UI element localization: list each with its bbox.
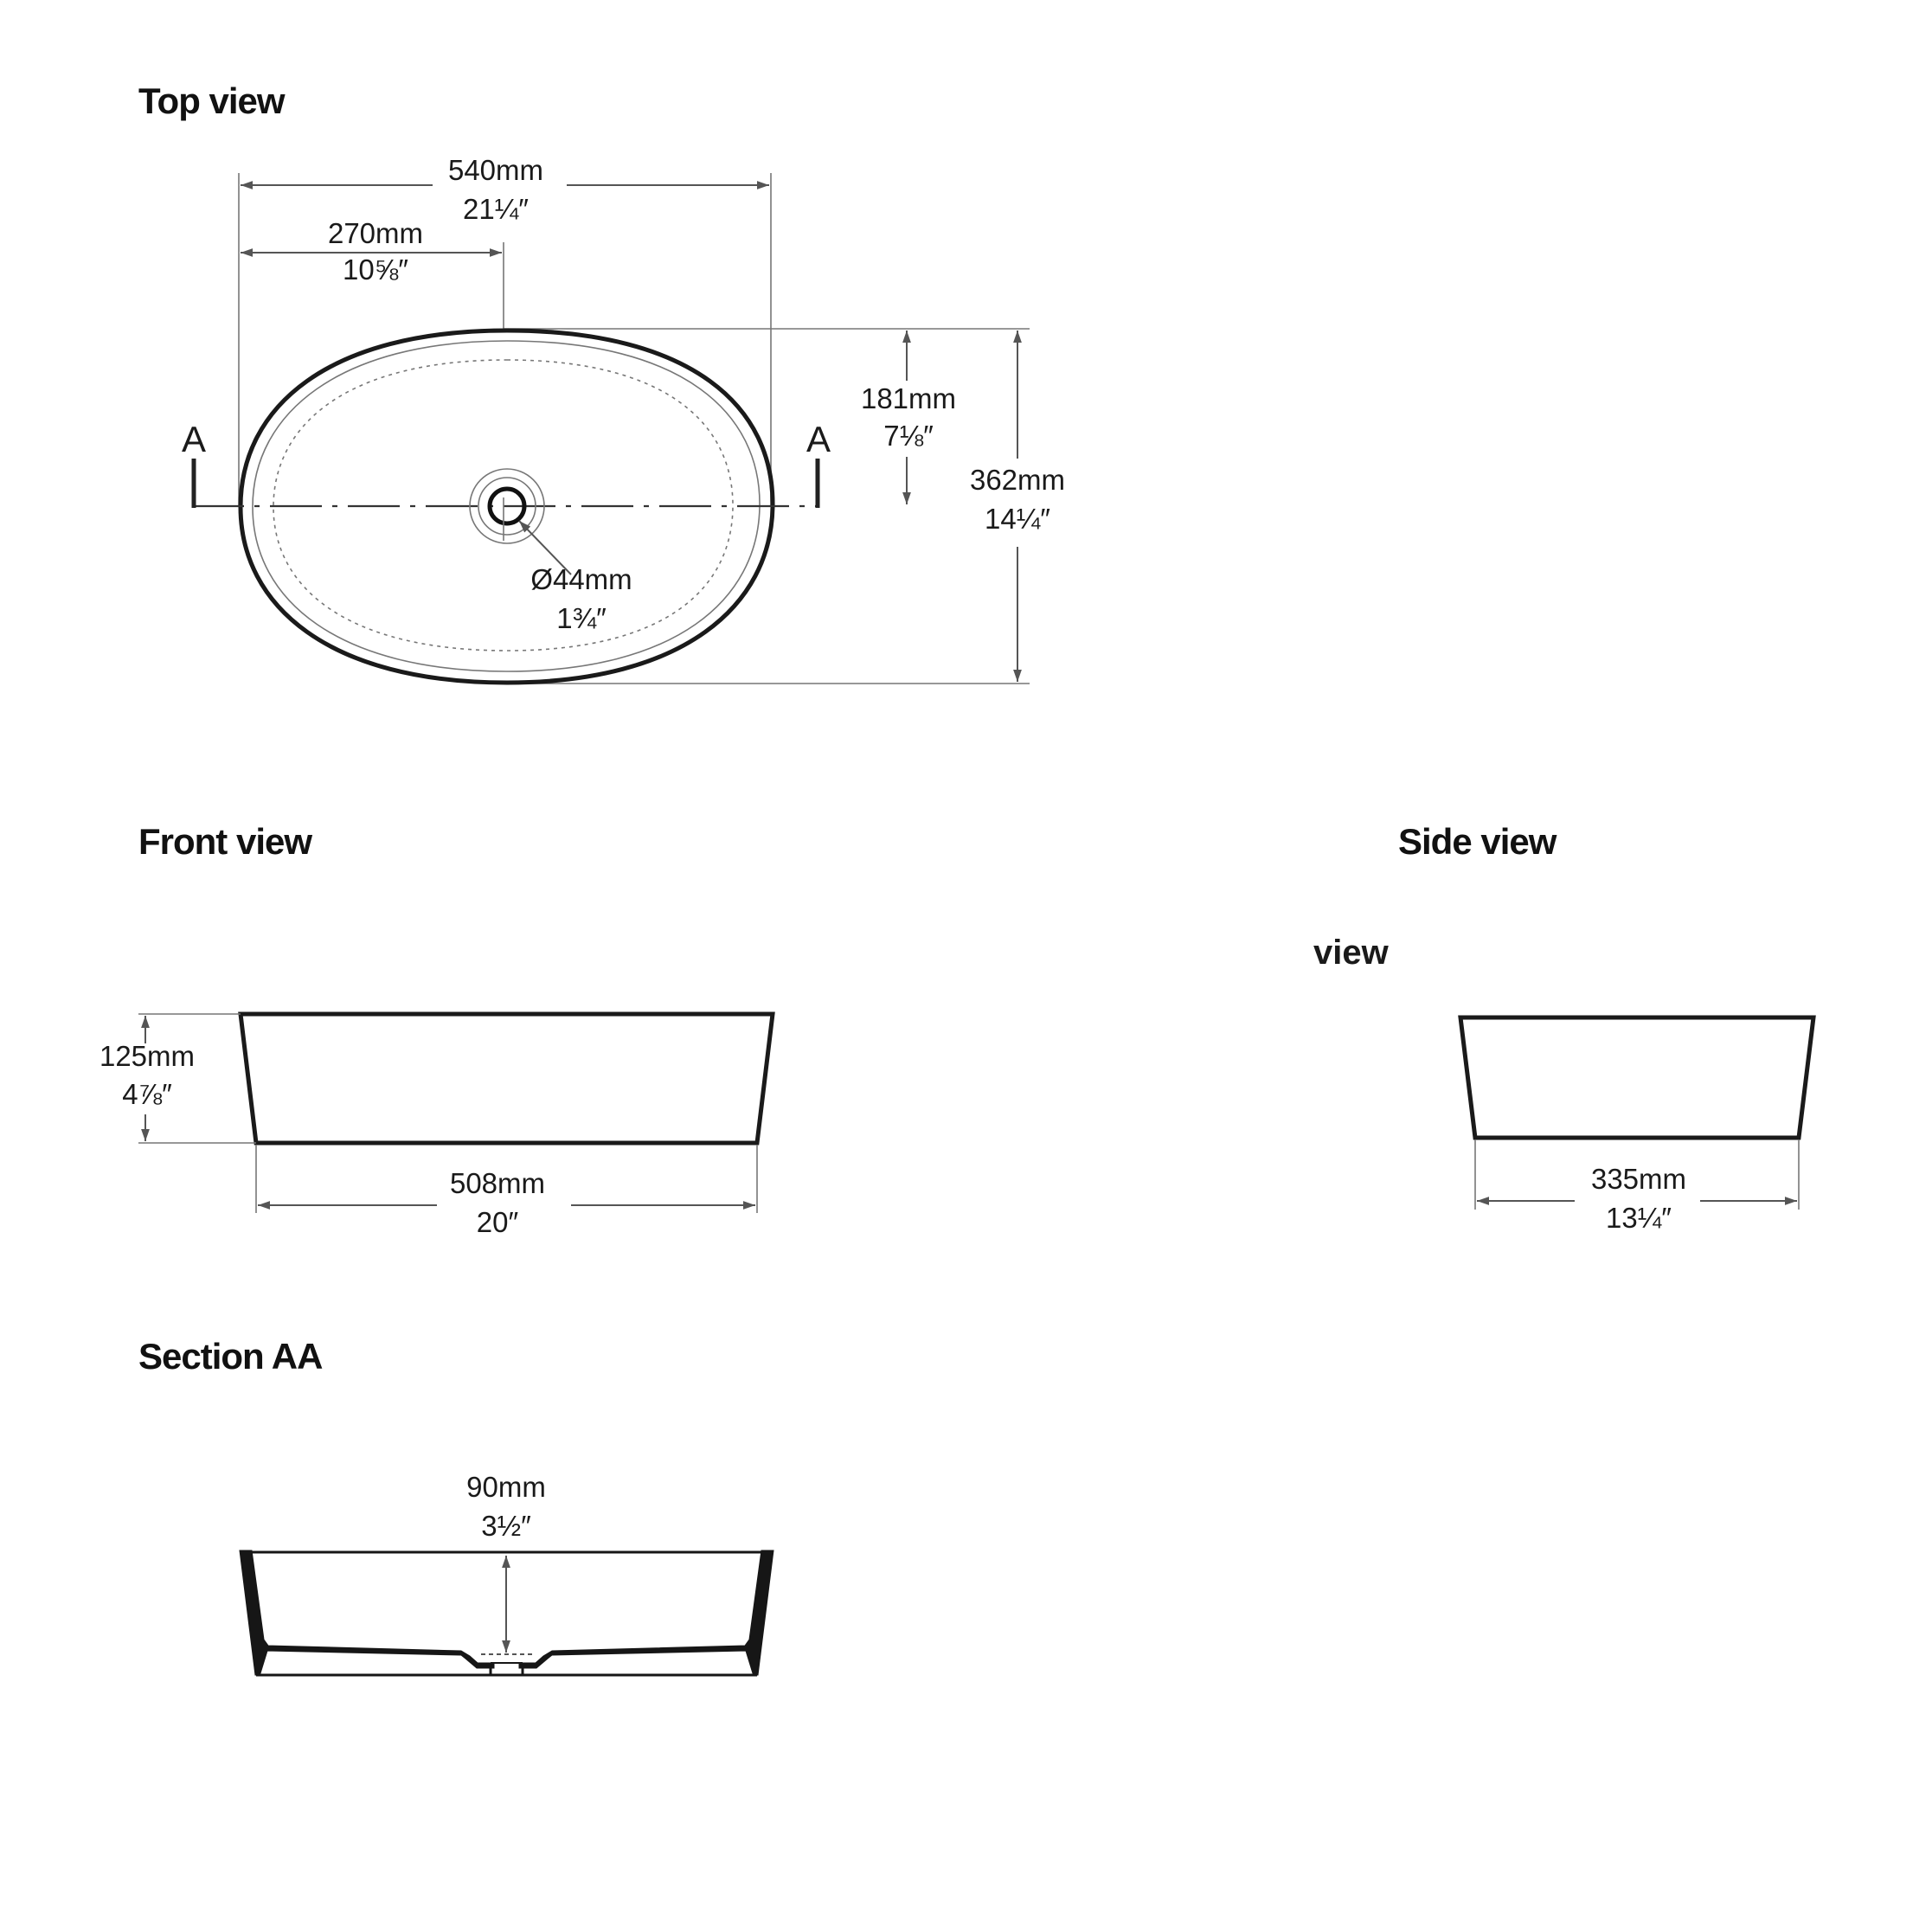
drain-in: 1¾″ (556, 602, 607, 634)
front-height-mm: 125mm (99, 1040, 195, 1072)
drain-leader (518, 520, 572, 575)
half-depth-in: 7⅛″ (883, 420, 934, 452)
front-height-in: 4⅞″ (122, 1078, 172, 1110)
section-depth-mm: 90mm (466, 1471, 546, 1503)
basin-outer-rim (238, 328, 775, 685)
section-marker-left: A (182, 419, 206, 459)
top-view-title: Top view (138, 80, 286, 121)
section-right-wall (518, 1550, 774, 1676)
side-view-stray-label: view (1313, 934, 1390, 972)
section-depth-in: 3½″ (481, 1510, 531, 1542)
side-width-mm: 335mm (1591, 1163, 1686, 1195)
basin-bowl-edge (273, 359, 734, 651)
basin-inner-rim (252, 340, 761, 672)
depth-mm: 362mm (970, 464, 1065, 496)
half-depth-mm: 181mm (861, 382, 956, 414)
depth-in: 14¼″ (985, 503, 1050, 535)
section-marker-right: A (806, 419, 831, 459)
front-width-mm: 508mm (450, 1167, 545, 1199)
front-view: Front view 125mm 4⅞″ 508mm 20″ (99, 821, 775, 1238)
side-view: Side view view 335mm 13¼″ (1313, 821, 1816, 1234)
drain-hole (487, 486, 527, 526)
width-mm: 540mm (448, 154, 543, 186)
side-width-in: 13¼″ (1606, 1202, 1672, 1234)
section-left-wall (239, 1550, 495, 1676)
section-aa-view: Section AA 90mm 3½″ (138, 1336, 774, 1677)
section-aa-title: Section AA (138, 1336, 323, 1377)
half-width-mm: 270mm (328, 217, 423, 249)
front-width-in: 20″ (477, 1206, 519, 1238)
front-view-profile (238, 1011, 775, 1146)
width-in: 21¼″ (463, 193, 529, 225)
side-view-title: Side view (1398, 821, 1557, 862)
top-view: Top view 540mm 21¼″ 270mm 10⅝″ A A Ø44mm (138, 80, 1065, 685)
drain-mm: Ø44mm (530, 563, 632, 595)
drain-mid-ring (478, 477, 536, 536)
front-view-title: Front view (138, 821, 312, 862)
half-width-in: 10⅝″ (343, 254, 408, 286)
side-view-profile (1458, 1015, 1816, 1140)
drain-outer-ring (469, 468, 545, 544)
